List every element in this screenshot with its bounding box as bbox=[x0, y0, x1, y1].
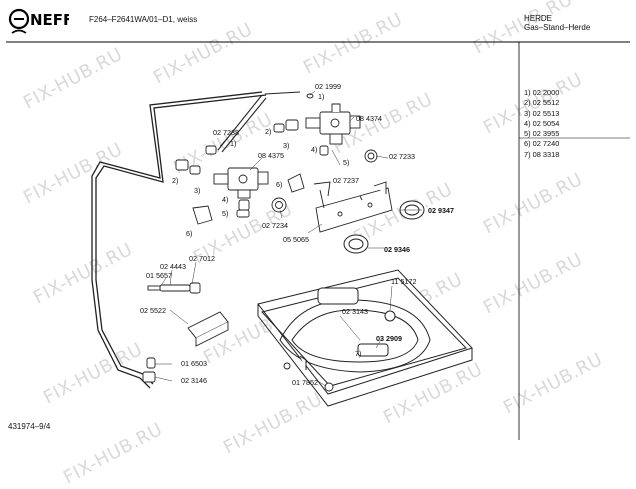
part-label-025522: 02 5522 bbox=[140, 306, 166, 315]
neff-logo: NEFF bbox=[7, 7, 69, 37]
part-label-055065: 05 5065 bbox=[283, 235, 309, 244]
legend-key: 5) bbox=[524, 129, 531, 139]
callout-6-upper: 6) bbox=[276, 180, 283, 189]
part-label-017852: 01 7852 bbox=[292, 378, 318, 387]
part-label-023143: 02 3143 bbox=[342, 307, 368, 316]
part-label-023146: 02 3146 bbox=[181, 376, 207, 385]
legend-key: 1) bbox=[524, 88, 531, 97]
legend-key: 6) bbox=[524, 139, 531, 149]
callout-1-upper: 1) bbox=[318, 92, 325, 101]
gas-valve-upper bbox=[305, 103, 361, 145]
part-label-027233: 02 7233 bbox=[389, 152, 415, 161]
part-label-024443: 02 4443 bbox=[160, 262, 186, 271]
part-label-084375: 08 4375 bbox=[258, 151, 284, 160]
part-label-021999: 02 1999 bbox=[315, 82, 341, 91]
callout-3-lower: 3) bbox=[194, 186, 201, 195]
legend-row: 2) 02 5512 bbox=[524, 98, 632, 108]
legend-part: 02 5513 bbox=[532, 108, 560, 118]
gas-valve-lower bbox=[175, 145, 287, 218]
logo-text: NEFF bbox=[30, 11, 69, 29]
part-label-029347: 02 9347 bbox=[428, 206, 454, 215]
legend-part: 08 3318 bbox=[532, 149, 560, 159]
callout-6-lower: 6) bbox=[186, 229, 193, 238]
logo-emblem-icon: NEFF bbox=[8, 8, 69, 34]
part-label-027012: 02 7012 bbox=[189, 254, 215, 263]
part-label-016503: 01 6503 bbox=[181, 359, 207, 368]
callout-4-upper: 4) bbox=[311, 145, 318, 154]
burner-tray bbox=[257, 269, 473, 407]
legend-key: 3) bbox=[524, 108, 531, 118]
model-title: F264–F2641WA/01–D1, weiss bbox=[89, 15, 198, 24]
legend-part: 02 3955 bbox=[532, 129, 560, 139]
legend-part: 02 5054 bbox=[532, 118, 560, 128]
legend-row: 6) 02 7240 bbox=[524, 139, 632, 149]
callout-1-lower: 1) bbox=[230, 139, 237, 148]
callout-5-lower: 5) bbox=[222, 209, 229, 218]
callout-7: 7) bbox=[355, 349, 362, 358]
legend-row: 5) 02 3955 bbox=[524, 129, 632, 139]
callout-2-upper: 2) bbox=[265, 127, 272, 136]
callout-5-upper: 5) bbox=[343, 158, 350, 167]
part-label-115172: 11 5172 bbox=[391, 277, 417, 286]
part-label-027237: 02 7237 bbox=[333, 176, 359, 185]
legend-key: 7) bbox=[524, 149, 531, 159]
part-label-015657: 01 5657 bbox=[146, 271, 172, 280]
legend-row: 1) 02 2000 bbox=[524, 88, 632, 98]
control-bracket bbox=[313, 181, 393, 233]
legend-row: 7) 08 3318 bbox=[524, 150, 632, 160]
part-label-084374: 08 4374 bbox=[356, 114, 382, 123]
callout-4-lower: 4) bbox=[222, 195, 229, 204]
part-label-027238: 02 7238 bbox=[213, 128, 239, 137]
legend-key: 2) bbox=[524, 98, 531, 108]
legend-part: 02 2000 bbox=[532, 88, 560, 97]
diagram-drawing bbox=[6, 41, 630, 440]
subcategory-title: Gas–Stand–Herde bbox=[524, 23, 591, 32]
part-label-032909: 03 2909 bbox=[376, 334, 402, 343]
legend-part: 02 7240 bbox=[532, 139, 560, 149]
parts-legend: 1) 02 2000 2) 02 5512 3) 02 5513 4) 02 5… bbox=[524, 88, 632, 160]
legend-row: 4) 02 5054 bbox=[524, 119, 632, 129]
category-title: HERDE bbox=[524, 14, 553, 23]
legend-row: 3) 02 5513 bbox=[524, 109, 632, 119]
callout-2-lower: 2) bbox=[172, 176, 179, 185]
legend-key: 4) bbox=[524, 118, 531, 128]
callout-3-upper: 3) bbox=[283, 141, 290, 150]
part-label-029346: 02 9346 bbox=[384, 245, 410, 254]
part-label-027234: 02 7234 bbox=[262, 221, 288, 230]
document-code: 431974–9/4 bbox=[8, 422, 51, 431]
legend-part: 02 5512 bbox=[532, 98, 560, 108]
